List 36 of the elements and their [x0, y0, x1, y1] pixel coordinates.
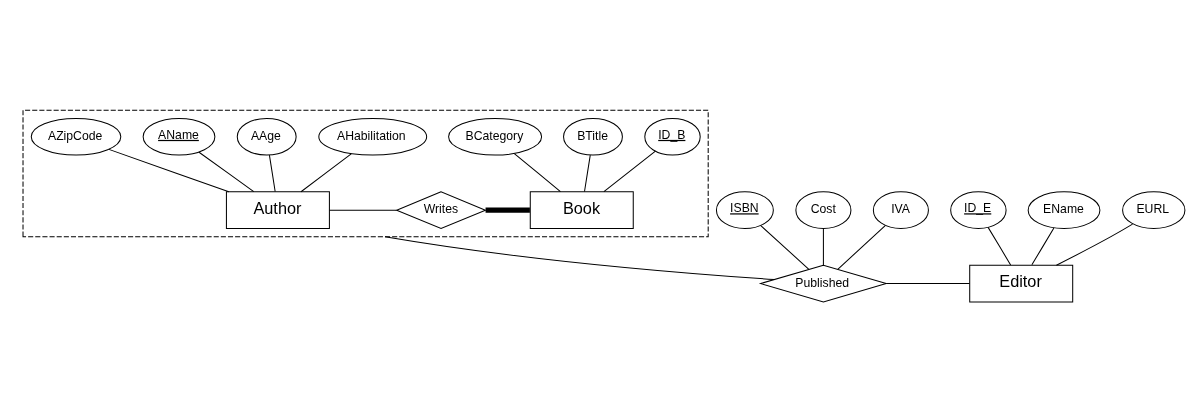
node-ellipse: Cost [795, 191, 852, 229]
connector [268, 154, 276, 193]
connector [760, 225, 810, 270]
connector [329, 209, 398, 211]
node-box: Author [225, 191, 330, 229]
connector [384, 236, 775, 280]
node-ellipse: ID_B [644, 117, 701, 156]
node-ellipse: ISBN [715, 191, 774, 229]
node-box: Editor [969, 264, 1074, 303]
connector [1055, 223, 1134, 266]
node-diamond: Published [758, 264, 889, 303]
node-ellipse: AName [142, 117, 216, 156]
connector [837, 225, 886, 270]
node-box: Book [529, 191, 634, 229]
connector [1031, 227, 1055, 266]
node-ellipse: EURL [1122, 191, 1186, 229]
connector [108, 148, 230, 193]
node-ellipse: AZipCode [30, 117, 122, 156]
cluster [22, 109, 709, 238]
connector [513, 153, 561, 193]
node-ellipse: IVA [872, 191, 929, 229]
node-ellipse: ID_E [950, 191, 1007, 229]
connector [885, 283, 971, 285]
node-diamond: Writes [395, 191, 487, 230]
node-ellipse: BTitle [563, 117, 623, 156]
connector [987, 226, 1012, 266]
connector [485, 207, 530, 213]
node-ellipse: EName [1027, 191, 1101, 229]
connector [584, 154, 591, 193]
node-ellipse: BCategory [448, 117, 543, 156]
node-ellipse: AHabilitation [318, 117, 428, 156]
connector [822, 228, 824, 266]
connector [300, 153, 352, 193]
connector [603, 150, 656, 193]
connector [198, 151, 255, 193]
node-ellipse: AAge [236, 117, 297, 156]
